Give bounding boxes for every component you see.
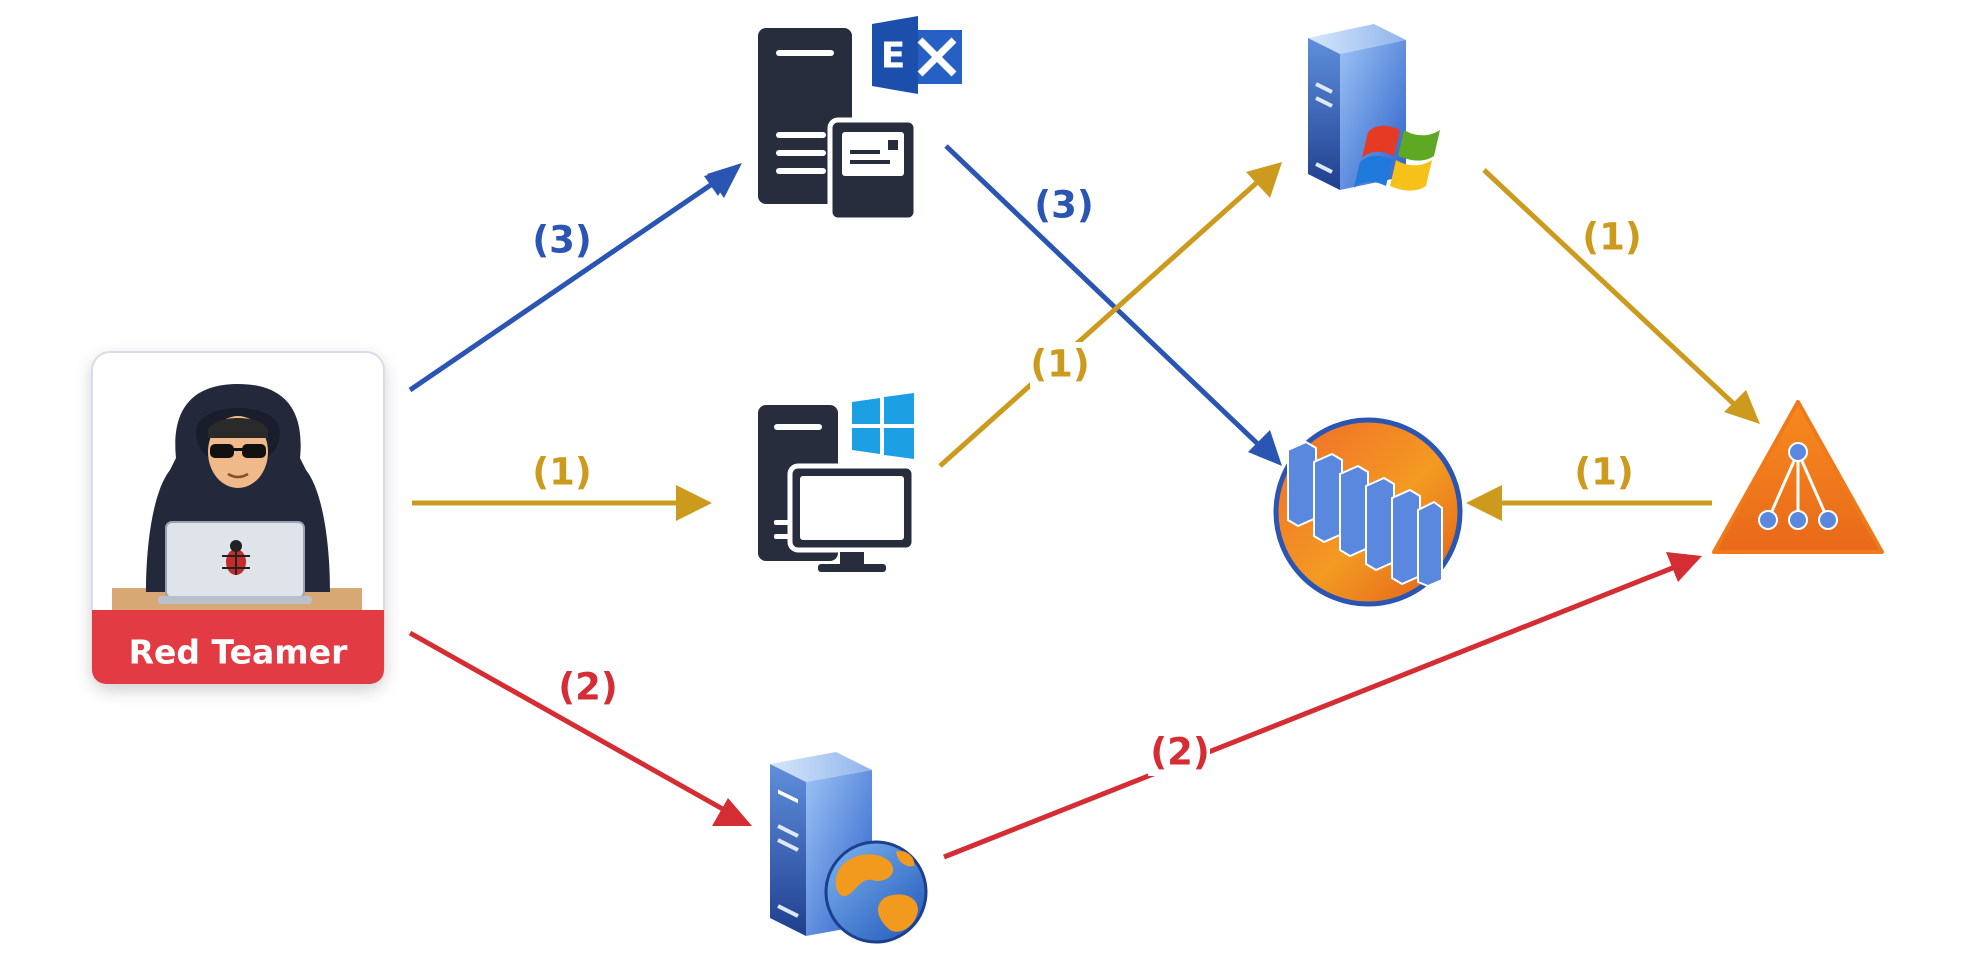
edge-label: (3) bbox=[1034, 184, 1094, 227]
edge-exchange-to-server-farm: (3) bbox=[944, 144, 1282, 466]
edge-windows-server-to-domain-controller: (1) bbox=[1482, 168, 1760, 424]
svg-text:E: E bbox=[881, 36, 906, 77]
actor-label: Red Teamer bbox=[129, 633, 348, 672]
server-farm-node[interactable] bbox=[1273, 417, 1463, 607]
edge-label: (3) bbox=[532, 219, 592, 262]
domain-network-warning-icon bbox=[1712, 400, 1884, 554]
arrowhead-icon bbox=[676, 485, 712, 521]
arrowhead-icon bbox=[1248, 430, 1282, 466]
edge-label: (2) bbox=[558, 666, 618, 709]
arrowhead-icon bbox=[1246, 162, 1282, 198]
exchange-mail-server-icon: E bbox=[758, 16, 962, 223]
windows-workstation-icon bbox=[758, 393, 917, 572]
domain-controller-node[interactable] bbox=[1712, 400, 1884, 554]
edge-web-server-to-domain-controller: (2) bbox=[943, 552, 1702, 860]
edge-red-teamer-to-exchange: (3) bbox=[408, 163, 742, 393]
edge-label: (1) bbox=[1030, 343, 1090, 386]
server-farm-icon bbox=[1273, 417, 1463, 607]
edge-red-teamer-to-web-server: (2) bbox=[408, 630, 752, 826]
edges: (3) (1) (2) (3) (1) bbox=[408, 144, 1760, 860]
arrowhead-icon bbox=[1724, 390, 1760, 424]
edge-label: (1) bbox=[1574, 451, 1634, 494]
red-teamer-node[interactable]: Red Teamer bbox=[91, 351, 385, 685]
arrowhead-icon bbox=[707, 163, 742, 198]
web-server-node[interactable] bbox=[770, 752, 928, 944]
exchange-mail-server-node[interactable]: E bbox=[758, 16, 962, 223]
edge-label: (2) bbox=[1150, 731, 1210, 774]
edge-label: (1) bbox=[1582, 216, 1642, 259]
windows-workstation-node[interactable] bbox=[758, 393, 917, 572]
arrowhead-icon bbox=[712, 798, 752, 826]
edge-domain-controller-to-server-farm: (1) bbox=[1466, 451, 1712, 521]
windows-server-icon bbox=[1308, 24, 1440, 191]
edge-label: (1) bbox=[532, 451, 592, 494]
arrowhead-icon bbox=[1466, 485, 1502, 521]
edge-red-teamer-to-workstation: (1) bbox=[412, 451, 712, 521]
windows-server-node[interactable] bbox=[1308, 24, 1440, 191]
web-server-globe-icon bbox=[770, 752, 928, 944]
arrowhead-icon bbox=[1666, 552, 1702, 582]
edge-workstation-to-windows-server: (1) bbox=[938, 162, 1282, 468]
hooded-hacker-laptop-icon bbox=[112, 384, 362, 612]
